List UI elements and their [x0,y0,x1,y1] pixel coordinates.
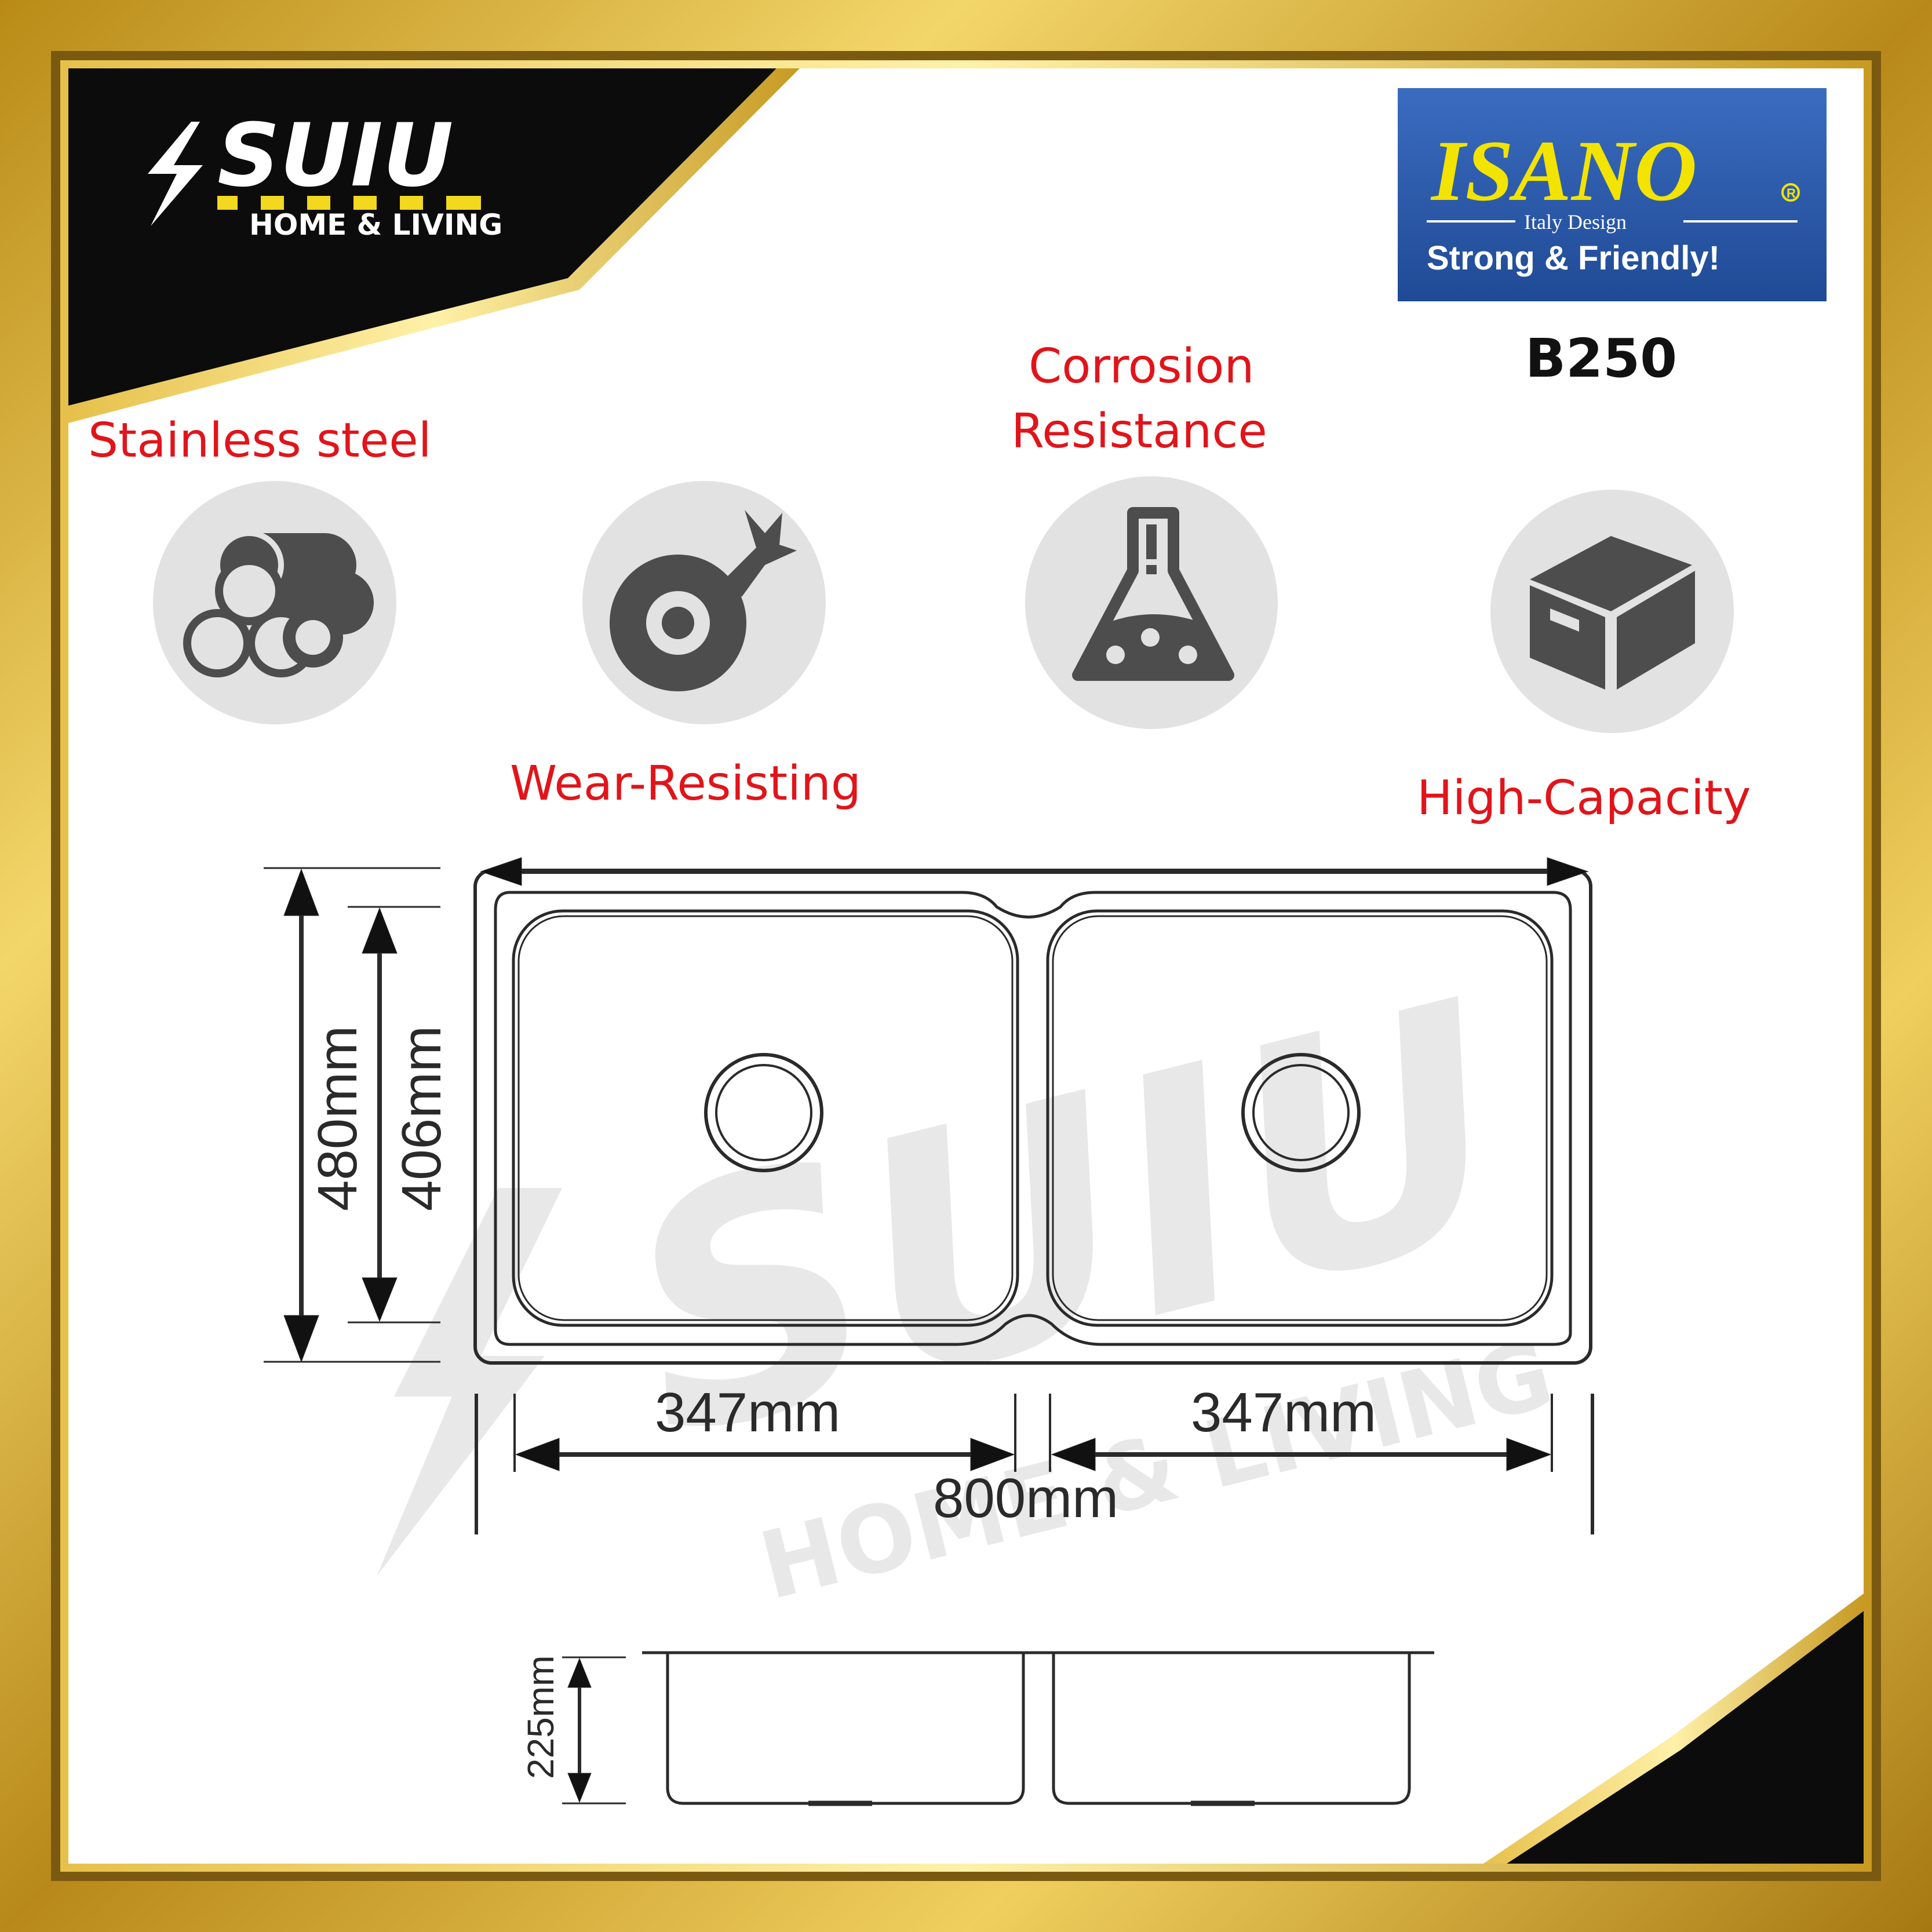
steel-pipes-icon [153,481,396,724]
isano-registered-mark: R [1787,186,1796,201]
dimension-lines [264,857,1594,1534]
suiu-logo-name: SUIU [217,105,453,206]
suiu-logo: SUIU HOME & LIVING [148,105,502,242]
dimension-label-bowl-left: 347mm [655,1381,840,1443]
isano-subtitle: Italy Design [1524,210,1627,234]
isano-name: ISANO [1430,123,1697,219]
side-elevation-page-group [642,1651,1434,1806]
feature-label-corrosion-line1: Corrosion [1029,339,1254,394]
storage-box-icon [1490,490,1734,733]
chemical-flask-icon [1025,476,1278,729]
lightning-icon [148,122,203,226]
isano-slogan: Strong & Friendly! [1427,239,1720,277]
corner-banner-top-left [68,68,800,423]
dimension-label-bowl-depth: 406mm [391,1026,453,1211]
grinding-wheel-icon [582,481,826,724]
dimension-label-total-width: 800mm [933,1467,1118,1529]
sink-top-view [473,869,1592,1365]
feature-label-wear-resisting: Wear-Resisting [510,756,861,811]
model-number: B250 [1525,327,1677,389]
corner-banner-bottom-right [1483,1594,1864,1864]
dimension-label-total-depth: 480mm [307,1026,369,1211]
feature-label-high-capacity: High-Capacity [1417,771,1751,826]
isano-logo-box: ISANO R Italy Design Strong & Friendly! [1398,88,1827,301]
suiu-logo-tagline: HOME & LIVING [249,208,502,242]
side-elevation-page-dimension [562,1656,626,1805]
dimension-label-bowl-right: 347mm [1191,1381,1376,1443]
dimension-label-bowl-height: 225mm [520,1656,562,1779]
feature-label-stainless-steel: Stainless steel [88,413,432,468]
feature-label-corrosion-line2: Resistance [1011,404,1267,459]
